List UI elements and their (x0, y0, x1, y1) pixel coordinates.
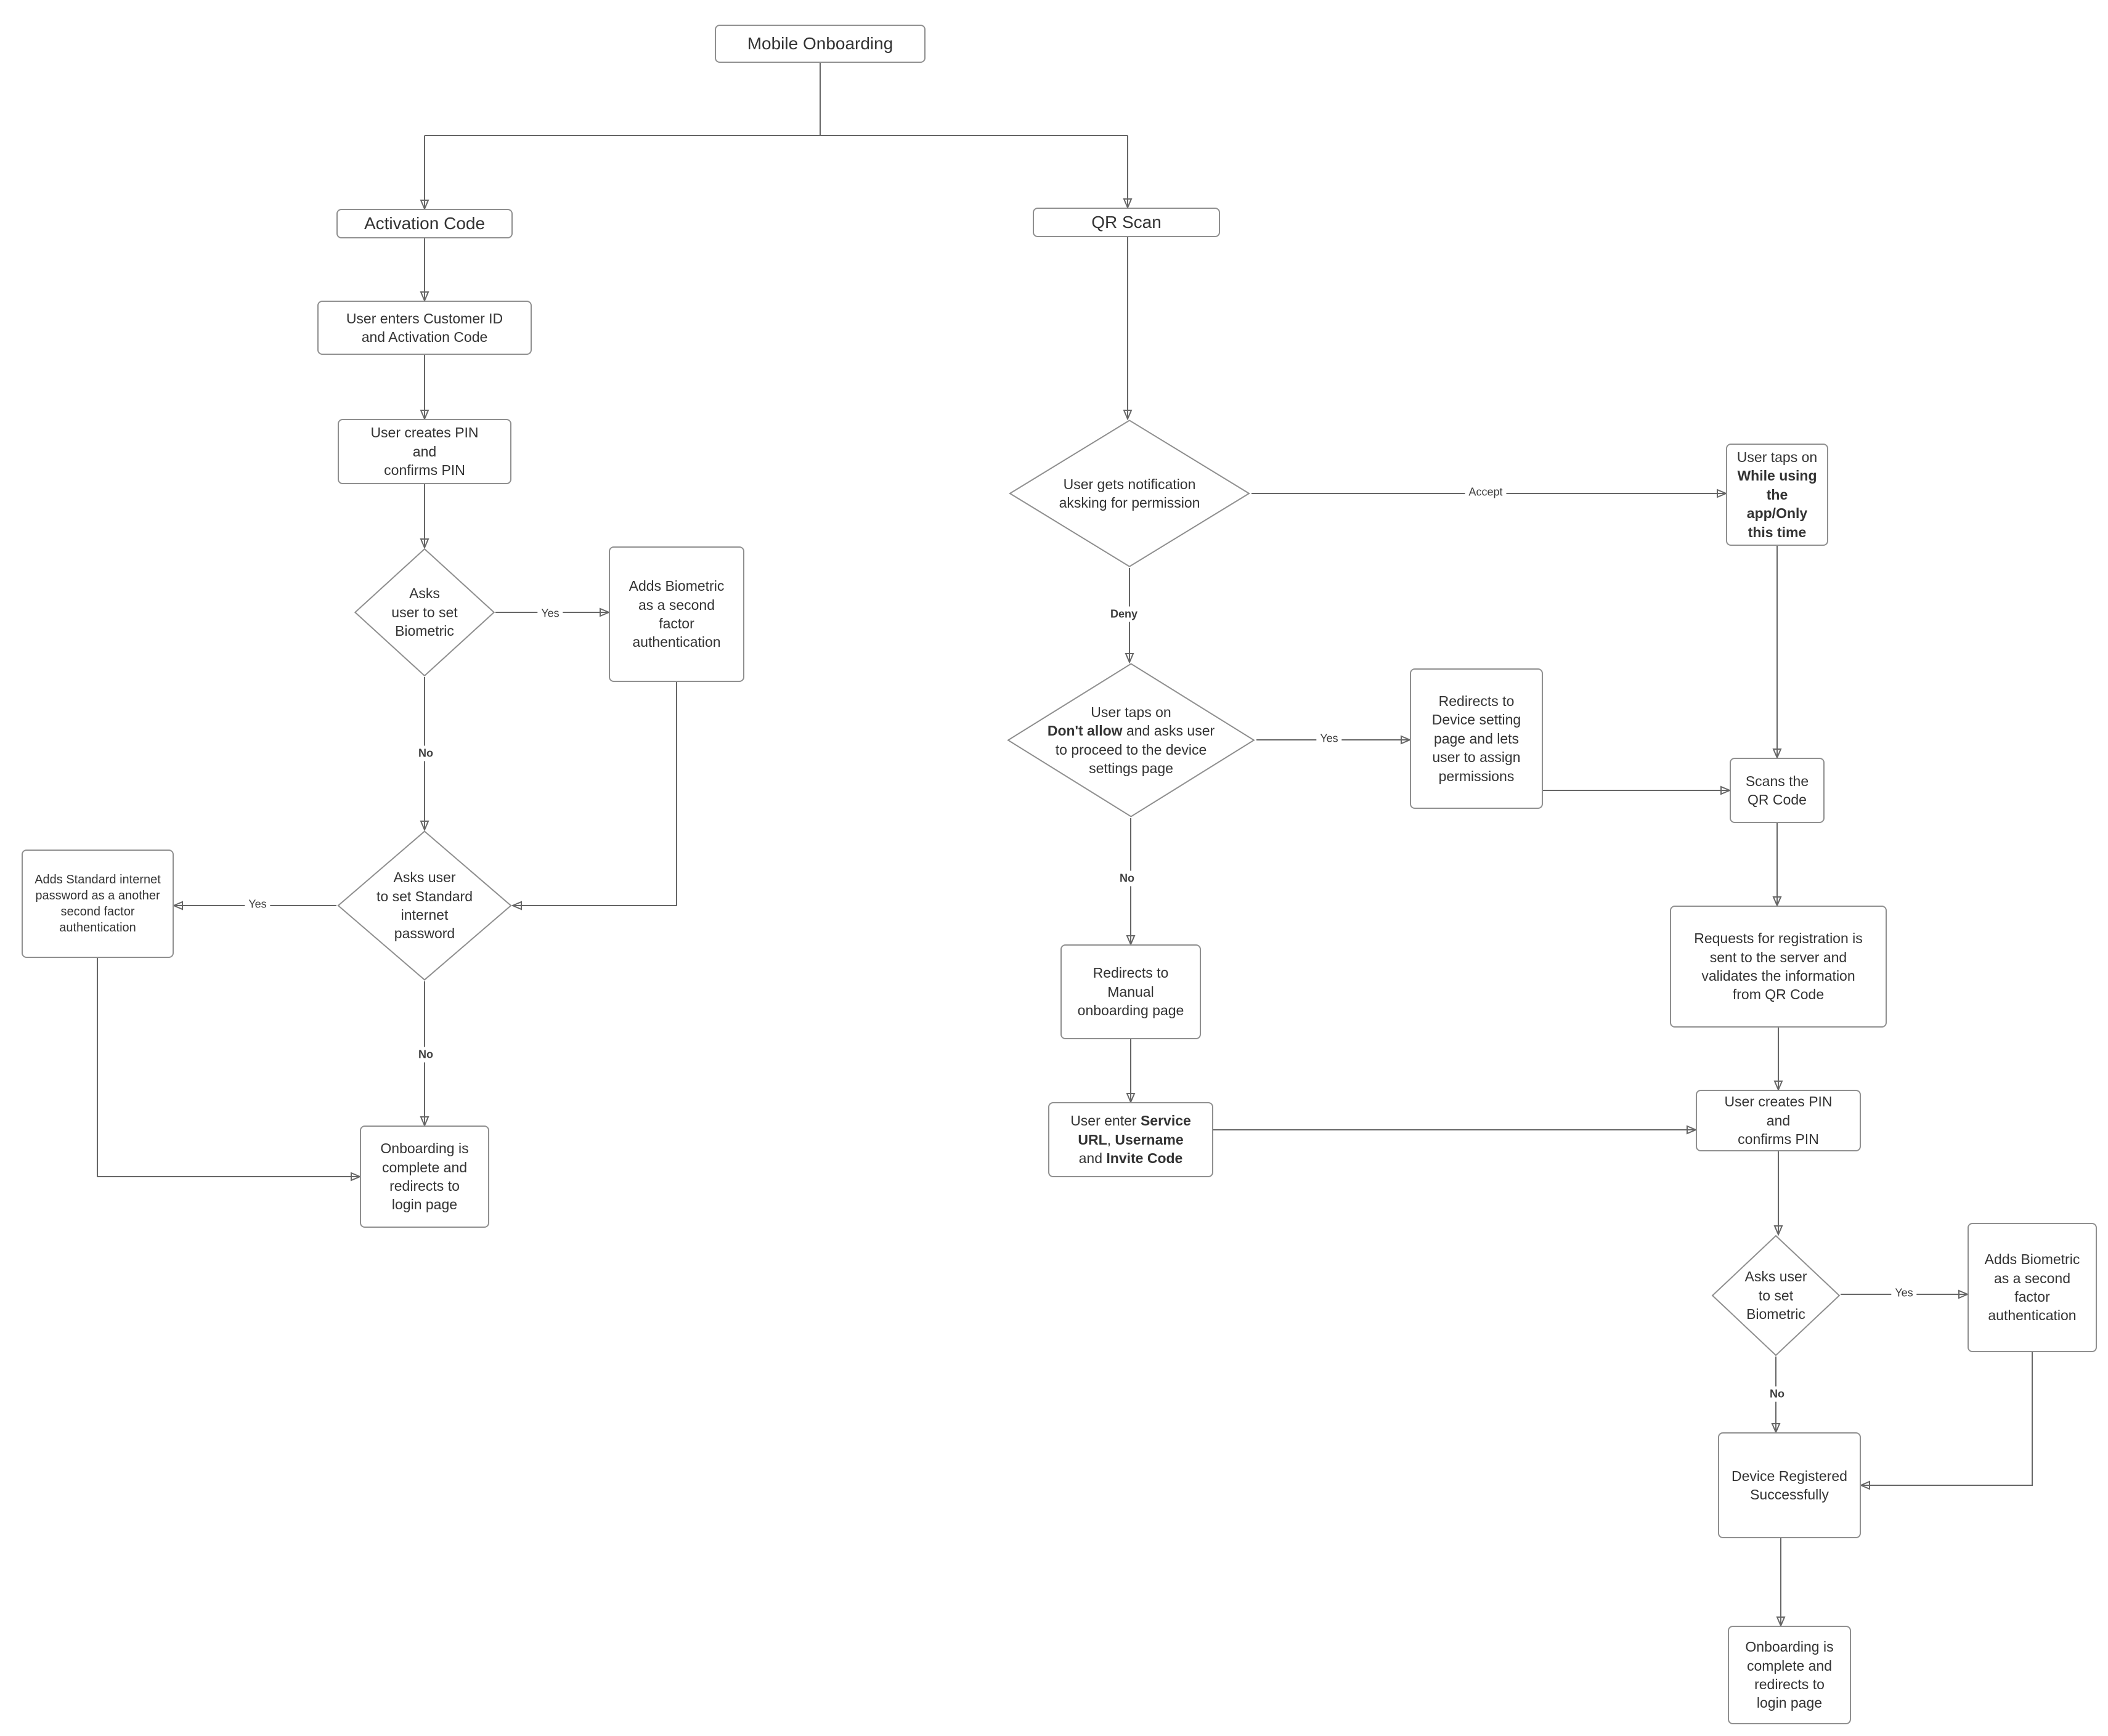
node-label: Adds Standard internet password as a ano… (35, 873, 161, 935)
edge-label-biometric-right-yes: Yes (1891, 1285, 1917, 1301)
node-enter-customer-id: User enters Customer ID and Activation C… (317, 301, 532, 355)
decision-ask-biometric-left: Asks user to set Biometric (354, 548, 495, 677)
node-scans-qr-code: Scans the QR Code (1730, 758, 1825, 823)
node-onboarding-complete-left: Onboarding is complete and redirects to … (360, 1126, 489, 1228)
node-label: Adds Biometric as a second factor authen… (629, 578, 725, 651)
edge-label-standard-no: No (415, 1047, 437, 1063)
node-label: Onboarding is complete and redirects to … (1745, 1639, 1834, 1711)
node-label: User creates PIN and confirms PIN (370, 424, 479, 479)
edge-label-dont-allow-yes: Yes (1316, 731, 1342, 747)
node-label: Asks user to set Biometric (391, 585, 458, 639)
node-label: User taps on While using the app/Only th… (1736, 449, 1818, 540)
decision-notification-permission: User gets notification aksking for permi… (1007, 419, 1251, 568)
node-redirects-device-settings: Redirects to Device setting page and let… (1410, 668, 1543, 809)
diamond-shape (1007, 419, 1251, 568)
node-onboarding-complete-right: Onboarding is complete and redirects to … (1728, 1626, 1851, 1724)
node-label: User enters Customer ID and Activation C… (346, 310, 503, 345)
node-label: Adds Biometric as a second factor authen… (1984, 1251, 2080, 1324)
node-redirects-manual-onboarding: Redirects to Manual onboarding page (1060, 944, 1201, 1039)
node-label: User taps on Don't allow and asks user t… (1047, 704, 1215, 776)
node-activation-code: Activation Code (336, 209, 513, 238)
node-label: User creates PIN and confirms PIN (1724, 1093, 1833, 1148)
node-create-pin-left: User creates PIN and confirms PIN (338, 419, 511, 484)
node-label: Scans the QR Code (1745, 773, 1809, 808)
node-label: Onboarding is complete and redirects to … (380, 1140, 469, 1213)
edge-label-standard-yes: Yes (245, 896, 271, 912)
edge-adds-standard-to-complete (97, 958, 360, 1177)
node-adds-standard-password: Adds Standard internet password as a ano… (22, 850, 174, 958)
edge-label-biometric-right-no: No (1766, 1386, 1788, 1402)
node-qr-scan: QR Scan (1033, 208, 1220, 237)
node-create-pin-right: User creates PIN and confirms PIN (1696, 1090, 1861, 1151)
diamond-shape (1711, 1235, 1841, 1357)
node-device-registered: Device Registered Successfully (1718, 1432, 1861, 1538)
edge-label-deny: Deny (1106, 606, 1142, 622)
node-label: QR Scan (1091, 212, 1162, 232)
decision-ask-biometric-right: Asks user to set Biometric (1711, 1235, 1841, 1357)
node-mobile-onboarding: Mobile Onboarding (715, 25, 926, 63)
node-label: Asks user to set Standard internet passw… (376, 869, 473, 942)
edge-adds-biometric-to-registered (1861, 1352, 2033, 1485)
diamond-shape (336, 830, 513, 981)
node-label: User gets notification aksking for permi… (1059, 476, 1200, 511)
node-label: User enter Service URL, Username and Inv… (1070, 1113, 1191, 1167)
decision-taps-dont-allow: User taps on Don't allow and asks user t… (1006, 662, 1256, 818)
node-label: Activation Code (364, 213, 486, 233)
edge-adds-biometric-to-standard (513, 682, 677, 906)
node-label: Device Registered Successfully (1732, 1467, 1847, 1503)
diamond-shape (1006, 662, 1256, 818)
node-requests-registration: Requests for registration is sent to the… (1670, 906, 1887, 1028)
node-adds-biometric-left: Adds Biometric as a second factor authen… (609, 546, 744, 682)
edge-label-biometric-left-yes: Yes (537, 606, 563, 622)
edge-label-accept: Accept (1465, 484, 1507, 500)
node-label: Requests for registration is sent to the… (1694, 930, 1863, 1003)
edge-label-dont-allow-no: No (1116, 870, 1138, 886)
node-label: Redirects to Manual onboarding page (1077, 965, 1184, 1019)
node-enter-service-url: User enter Service URL, Username and Inv… (1048, 1102, 1213, 1177)
edge-label-biometric-left-no: No (415, 745, 437, 761)
node-label: Asks user to set Biometric (1744, 1268, 1807, 1323)
node-label: Redirects to Device setting page and let… (1431, 693, 1521, 784)
node-label: Mobile Onboarding (747, 33, 893, 53)
node-adds-biometric-right: Adds Biometric as a second factor authen… (1968, 1223, 2097, 1352)
diamond-shape (354, 548, 495, 677)
decision-ask-standard-password: Asks user to set Standard internet passw… (336, 830, 513, 981)
node-taps-while-using: User taps on While using the app/Only th… (1726, 444, 1828, 546)
